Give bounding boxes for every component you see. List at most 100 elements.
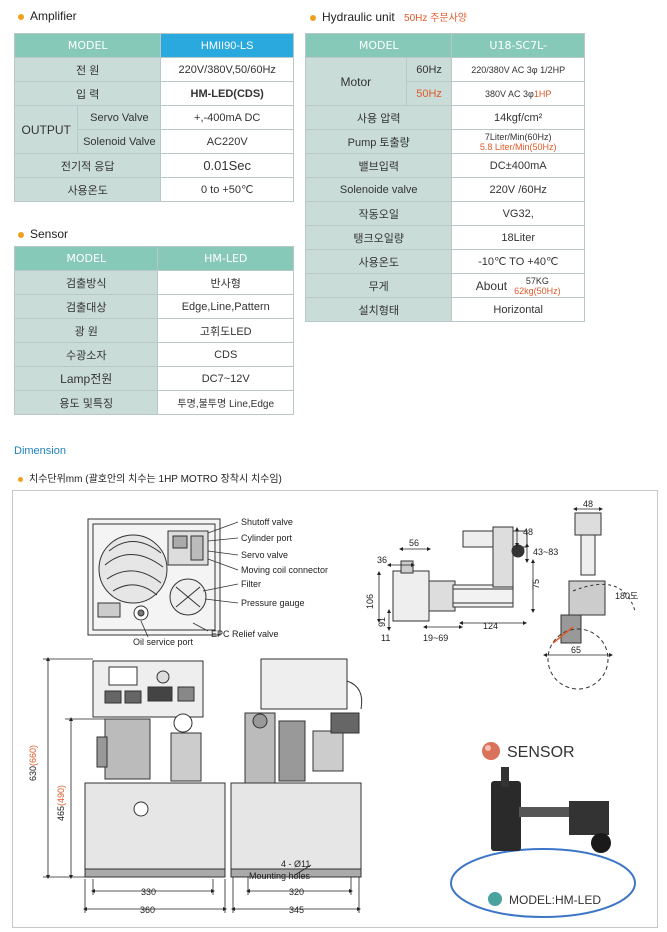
hydraulic-value: About 57KG 62kg(50Hz) <box>451 273 585 298</box>
bullet-icon <box>18 231 24 238</box>
weight-values: 57KG 62kg(50Hz) <box>514 276 561 296</box>
hydraulic-value: DC±400mA <box>451 153 585 178</box>
table-row: 밸브입력 DC±400mA <box>304 153 585 178</box>
table-row: Solenoide valve 220V /60Hz <box>304 177 585 202</box>
dim-124: 124 <box>483 621 498 631</box>
amplifier-value: +,-400mA DC <box>160 105 294 130</box>
weight-value-red: 62kg(50Hz) <box>514 285 561 296</box>
dim-345: 345 <box>289 905 304 915</box>
amplifier-label: 전 원 <box>13 57 162 82</box>
dim-75: 75 <box>531 579 541 589</box>
sensor-label: 용도 및특징 <box>13 390 159 415</box>
side-view <box>230 658 363 878</box>
hydraulic-value: 7Liter/Min(60Hz) 5.8 Liter/Min(50Hz) <box>451 129 585 154</box>
sensor-label: Lamp전원 <box>13 366 159 391</box>
amplifier-label: Servo Valve <box>77 105 162 130</box>
hydraulic-label: 밸브입력 <box>304 153 453 178</box>
dim-11: 11 <box>381 633 390 643</box>
hydraulic-value: -10℃ TO +40℃ <box>451 249 585 274</box>
hydraulic-label: 사용온도 <box>304 249 453 274</box>
amplifier-label: Solenoid Valve <box>77 129 162 154</box>
hydraulic-value: Horizontal <box>451 297 585 322</box>
dim-19-69: 19~69 <box>423 633 448 643</box>
front-dims <box>43 657 227 913</box>
table-row: OUTPUT Servo Valve +,-400mA DC <box>13 105 294 154</box>
front-view <box>84 660 226 878</box>
table-row: Motor 60Hz 220/380V AC 3φ 1/2HP <box>305 57 585 106</box>
dimension-note: 치수단위mm (괄호안의 치수는 1HP MOTRO 장착시 치수임) <box>18 470 282 485</box>
sensor-label: 수광소자 <box>13 342 159 367</box>
sensor-header-model: MODEL <box>13 246 159 271</box>
dimension-title: Dimension <box>14 445 66 457</box>
bullet-icon <box>310 14 316 21</box>
amplifier-output-group: OUTPUT <box>13 105 79 154</box>
table-row: 설치형태 Horizontal <box>304 297 585 322</box>
table-row: 수광소자 CDS <box>13 342 294 367</box>
label-cylinder: Cylinder port <box>241 533 293 543</box>
motor-value-red: 1HP <box>533 88 552 99</box>
leader-lines <box>140 521 239 638</box>
dim-65: 65 <box>571 645 581 655</box>
table-row: 검출대상 Edge,Line,Pattern <box>13 294 294 319</box>
pump-value: 7Liter/Min(60Hz) <box>484 131 552 142</box>
hydraulic-label: 작동오일 <box>304 201 453 226</box>
dim-48-top: 48 <box>583 499 593 509</box>
table-row: MODEL HMII90-LS <box>13 33 294 58</box>
model-orb-icon <box>488 892 502 906</box>
dimension-drawing: Shutoff valve Cylinder port Servo valve … <box>12 490 658 928</box>
table-row: 입 력 HM-LED(CDS) <box>13 81 294 106</box>
sensor-orb-icon <box>482 742 500 760</box>
table-row: 용도 및특징 투명,불투명 Line,Edge <box>13 390 294 415</box>
front-dim-labels: 630(660) 465(490) 330 360 <box>28 745 156 915</box>
sensor-value: DC7~12V <box>157 366 294 391</box>
table-row: MODEL HM-LED <box>13 246 294 271</box>
hydraulic-motor-hz: 50Hz <box>405 81 453 106</box>
hydraulic-header-model: MODEL <box>304 33 453 58</box>
hydraulic-value: 220V /60Hz <box>451 177 585 202</box>
sensor-value: 투명,불투명 Line,Edge <box>157 390 294 415</box>
dim-36: 36 <box>377 555 387 565</box>
bracket-dim-labels: 56 36 106 91 11 19~69 124 <box>365 538 498 643</box>
table-row: 탱크오일량 18Liter <box>304 225 585 250</box>
sensor-photo <box>450 767 636 918</box>
motor-value-text: 380V AC 3φ <box>485 88 534 99</box>
hydraulic-note: 50Hz 주문사양 <box>404 13 467 24</box>
table-row: 작동오일 VG32, <box>304 201 585 226</box>
dim-180: 180도 <box>615 591 638 601</box>
label-filter: Filter <box>241 579 261 589</box>
model-label: MODEL:HM-LED <box>509 893 601 907</box>
dim-330: 330 <box>141 887 156 897</box>
amplifier-title: Amplifier <box>18 9 77 23</box>
weight-prefix: About <box>475 278 508 293</box>
sensor-label: 검출대상 <box>13 294 159 319</box>
sensor-legend: SENSOR <box>482 742 575 761</box>
sensor-table: MODEL HM-LED 검출방식 반사형 검출대상 Edge,Line,Pat… <box>13 246 294 415</box>
sensor-value: Edge,Line,Pattern <box>157 294 294 319</box>
amplifier-title-text: Amplifier <box>30 9 77 23</box>
dim-465: 465(490) <box>56 785 66 821</box>
hydraulic-label: 설치형태 <box>304 297 453 322</box>
sensor-dim-labels: 48 48 43~83 75 180도 65 <box>523 499 638 655</box>
table-row: Pump 토출량 7Liter/Min(60Hz) 5.8 Liter/Min(… <box>304 129 585 154</box>
side-dims <box>231 864 361 913</box>
label-servo: Servo valve <box>241 550 288 560</box>
sensor-value: CDS <box>157 342 294 367</box>
dim-630: 630(660) <box>28 745 38 781</box>
dimension-note-text: 치수단위mm (괄호안의 치수는 1HP MOTRO 장착시 치수임) <box>29 474 282 485</box>
pump-value-red: 5.8 Liter/Min(50Hz) <box>479 141 557 152</box>
hydraulic-label: Solenoide valve <box>304 177 453 202</box>
sensor-orb-highlight <box>485 745 491 751</box>
dim-43-83: 43~83 <box>533 547 558 557</box>
table-row: 사용온도 -10℃ TO +40℃ <box>304 249 585 274</box>
table-row: 무게 About 57KG 62kg(50Hz) <box>304 273 585 298</box>
sensor-header-value: HM-LED <box>157 246 294 271</box>
label-epc: EPC Relief valve <box>211 629 279 639</box>
hydraulic-label: 탱크오일량 <box>304 225 453 250</box>
sensor-value: 고휘도LED <box>157 318 294 343</box>
hydraulic-header-value: U18-SC7L- <box>451 33 585 58</box>
hydraulic-title-text: Hydraulic unit <box>322 10 395 24</box>
hydraulic-title: Hydraulic unit 50Hz 주문사양 <box>310 9 467 24</box>
amplifier-header-model: MODEL <box>13 33 162 58</box>
dim-56: 56 <box>409 538 419 548</box>
amplifier-value: 0 to +50℃ <box>160 177 294 202</box>
